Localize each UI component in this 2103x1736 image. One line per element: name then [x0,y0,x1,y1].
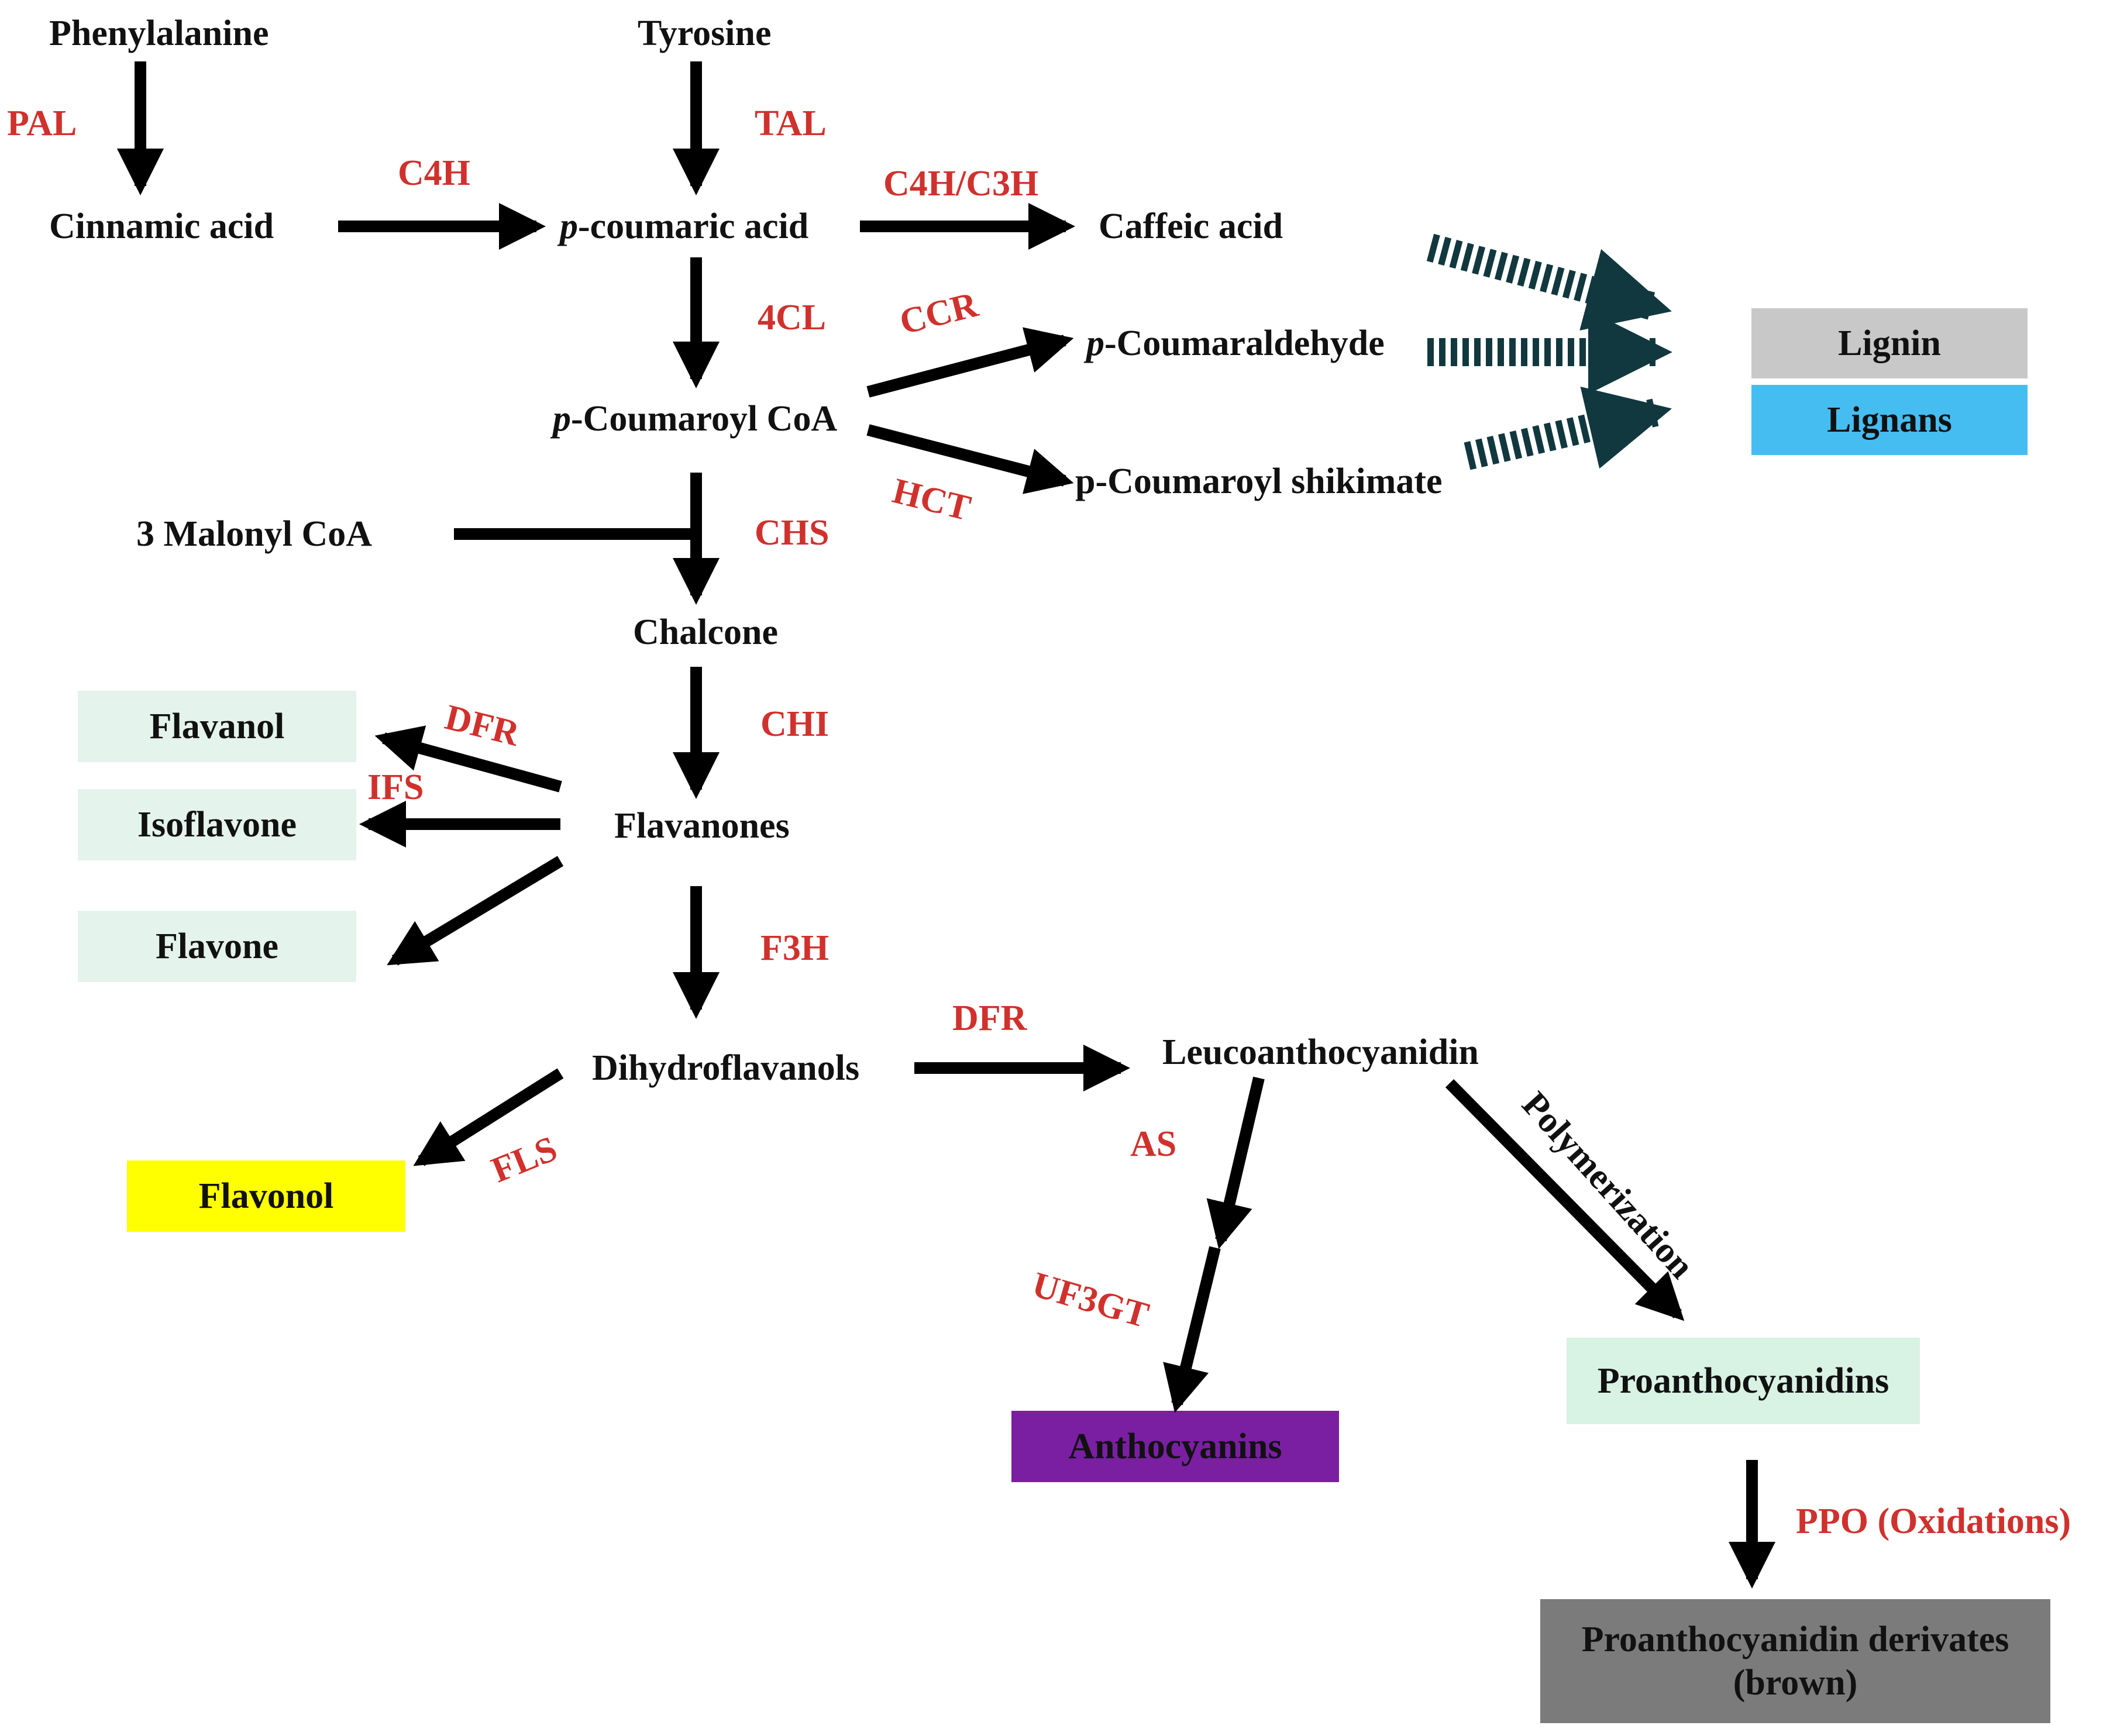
tyrosine-label: Tyrosine [638,13,772,53]
enzyme-c4h-c3h: C4H/C3H [883,164,1039,204]
enzyme-f3h: F3H [760,928,830,968]
proanthocyanidins-box: Proanthocyanidins [1567,1338,1920,1424]
derivates-line-1: Proanthocyanidin derivates [1581,1619,2009,1659]
enzyme-dfr-lower: DFR [952,998,1027,1038]
arrow-intermediate-to-anthocyanins [1163,1246,1221,1413]
proanthocyanidin-derivates-box: Proanthocyanidin derivates (brown) [1540,1599,2050,1723]
chalcone-label: Chalcone [633,612,778,652]
enzyme-4cl: 4CL [758,298,827,337]
coumaric-acid-text: -coumaric acid [578,206,809,246]
anthocyanins-box: Anthocyanins [1011,1411,1339,1482]
phenylalanine-label: Phenylalanine [49,13,269,53]
derivates-line-2: (brown) [1733,1663,1858,1703]
p-prefix: p [560,206,578,246]
arrow-dihydroflavanols-to-flavonol [413,1068,564,1166]
cinnamic-acid-label: Cinnamic acid [49,206,274,246]
arrow-flavanones-to-flavanol [374,725,562,793]
arrow-coa-to-shikimate [866,424,1074,494]
p-coumaraldehyde-label: p-Coumaraldehyde [1086,325,1385,361]
flavanol-box: Flavanol [78,691,356,762]
dihydroflavanols-label: Dihydroflavanols [592,1048,860,1088]
lignin-box: Lignin [1751,308,2028,378]
dashed-arrow-caffeic-to-lignin [1426,233,1672,331]
enzyme-c4h: C4H [398,153,470,193]
coumaroyl-coa-text: -Coumaroyl CoA [571,399,838,439]
p-coumaric-acid-label: p-coumaric acid [560,208,808,244]
lignans-box: Lignans [1751,385,2028,455]
dashed-arrow-shikimate-to-lignin [1464,387,1672,470]
leucoanthocyanidin-label: Leucoanthocyanidin [1162,1032,1479,1072]
enzyme-ppo: PPO (Oxidations) [1796,1501,2071,1541]
p-coumaroyl-coa-label: p-Coumaroyl CoA [553,401,837,437]
enzyme-chi: CHI [760,704,830,744]
enzyme-pal: PAL [7,104,77,143]
coumaraldehyde-text: -Coumaraldehyde [1104,323,1385,363]
enzyme-as: AS [1130,1124,1177,1164]
enzyme-chs: CHS [755,513,830,553]
enzyme-tal: TAL [755,104,827,143]
arrow-leuco-to-proanthocyanidins [1445,1079,1685,1321]
arrow-leuco-to-intermediate [1206,1076,1265,1249]
flavone-box: Flavone [78,911,356,982]
arrow-flavanones-to-flavone [387,856,564,966]
flavonol-box: Flavonol [127,1160,405,1232]
p-coumaroyl-shikimate-label: p-Coumaroyl shikimate [1075,461,1443,501]
p-prefix: p [1086,323,1104,363]
caffeic-acid-label: Caffeic acid [1099,206,1283,246]
malonyl-coa-label: 3 Malonyl CoA [136,514,372,554]
enzyme-ifs: IFS [367,767,424,807]
isoflavone-box: Isoflavone [78,789,356,860]
p-prefix: p [553,399,571,439]
flavanones-label: Flavanones [614,806,790,846]
arrow-coa-to-coumaraldehyde [866,327,1074,398]
